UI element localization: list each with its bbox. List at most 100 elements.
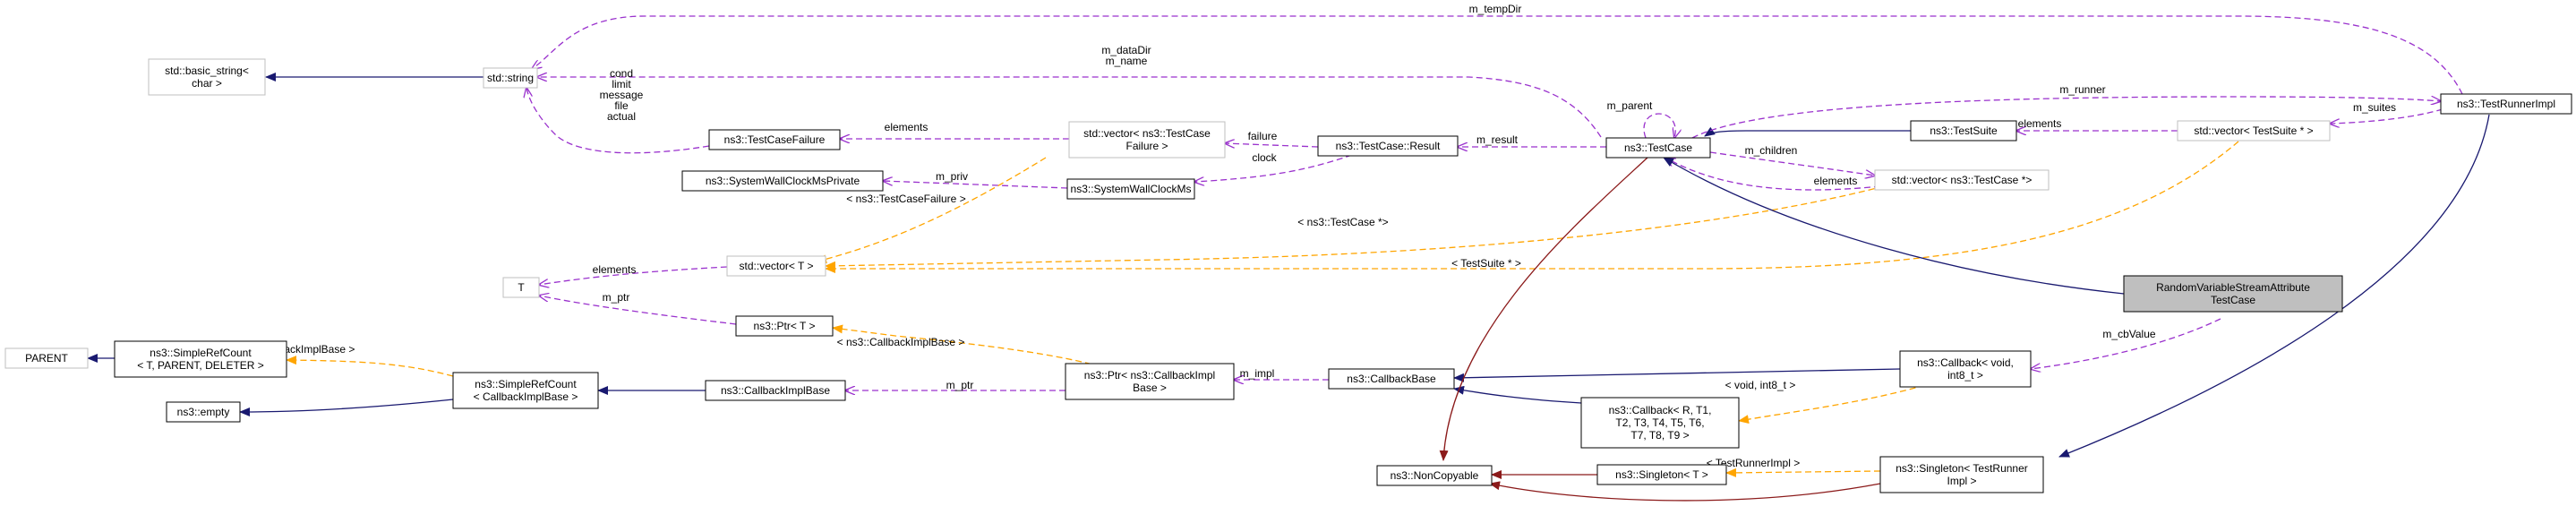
node-singleton-t[interactable]: ns3::Singleton< T > [1596,464,1727,485]
node-testcasefailure[interactable]: ns3::TestCaseFailure [708,129,841,150]
edge-label: < ns3::TestCase *> [1297,216,1388,228]
edge-label: m_result [1476,133,1519,146]
node-vector-testcasefailure[interactable]: std::vector< ns3::TestCaseFailure > [1068,121,1226,159]
node-callback-void-int8[interactable]: ns3::Callback< void,int8_t > [1899,350,2032,388]
node-vector-testsuite[interactable]: std::vector< TestSuite * > [2177,120,2331,142]
edge-line [1709,151,1875,176]
edge-line [825,185,1885,270]
edge-vector-ts-elements: elements [2016,117,2178,131]
node-box [1376,465,1493,486]
node-label: std::vector< T > [740,260,814,272]
node-label: ns3::TestRunnerImpl [2457,98,2555,110]
node-singleton-testrunnerimpl[interactable]: ns3::Singleton< TestRunnerImpl > [1879,456,2044,493]
node-ns3-empty[interactable]: ns3::empty [166,401,241,423]
node-label: ns3::CallbackBase [1347,373,1436,385]
edge-line [1453,368,1901,382]
edge-line [816,157,1047,264]
edge-line [239,399,454,416]
node-label: std::vector< ns3::TestCase *> [1892,174,2033,186]
node-label: ns3::empty [177,406,230,418]
edge-label: m_impl [1240,367,1275,380]
node-label: std::basic_string< [165,64,249,77]
edge-rvsa-to-testcase [1663,157,2125,295]
node-ptr-t[interactable]: ns3::Ptr< T > [735,315,834,337]
node-label: std::string [487,72,534,84]
node-box [1580,397,1740,449]
node-systemwallclockms[interactable]: ns3::SystemWallClockMs [1066,178,1195,200]
edge-label: < TestRunnerImpl > [1707,457,1801,469]
node-parent[interactable]: PARENT [4,347,89,369]
edge-template-testsuite-ptr: < TestSuite * > [825,141,2239,273]
node-box [708,129,841,150]
edge-label: elements [2018,117,2062,130]
node-box [452,372,599,409]
node-label: PARENT [25,352,68,364]
edge-clock: clock [1194,151,1353,182]
edge-m-suites: m_suites [2330,101,2443,124]
edge-label: m_ptr [946,379,974,391]
node-box [114,340,287,378]
node-vector-t[interactable]: std::vector< T > [726,255,826,277]
node-label: std::vector< TestSuite * > [2194,124,2313,137]
node-box [1605,137,1711,159]
node-box [4,347,89,369]
edge-line [1439,157,1648,461]
edge-label: elements [1814,175,1858,187]
node-vector-testcase[interactable]: std::vector< ns3::TestCase *> [1874,169,2050,191]
node-label: ns3::SimpleRefCount [475,378,577,390]
edge-m-runner: m_runner [1691,83,2441,139]
edge-template-testcase-ptr: < ns3::TestCase *> [825,185,1885,270]
edge-simplerefcount-to-empty [239,399,454,416]
edge-line [1704,126,1911,137]
edge-line [1453,385,1582,404]
node-t[interactable]: T [502,277,540,298]
node-box [1899,350,2032,388]
node-ptr-callbackimplbase[interactable]: ns3::Ptr< ns3::CallbackImplBase > [1065,363,1235,400]
edge-label: m_parent [1607,99,1653,112]
node-label: ns3::TestSuite [1930,124,1998,137]
edge-label: m_children [1745,144,1798,157]
edge-template-ptr-callbackimplbase: < ns3::CallbackImplBase > [832,324,1111,370]
edge-label: m_suites [2353,101,2396,114]
edge-template-testrunnerimpl: < TestRunnerImpl > [1707,457,1881,477]
edge-failure: failure [1225,130,1319,147]
node-basic-string[interactable]: std::basic_string<char > [148,58,266,96]
node-testrunnerimpl[interactable]: ns3::TestRunnerImpl [2440,93,2572,115]
node-box [2440,93,2572,115]
node-label: ns3::SimpleRefCount [150,347,252,359]
node-box [2177,120,2331,142]
node-simplerefcount-t-parent-deleter[interactable]: ns3::SimpleRefCount< T, PARENT, DELETER … [114,340,287,378]
edge-ptr-cib-m-ptr: m_ptr [845,379,1065,391]
node-callbackbase[interactable]: ns3::CallbackBase [1328,368,1455,390]
edge-m-impl: m_impl [1234,367,1329,380]
node-label: ns3::Callback< R, T1, [1609,404,1712,416]
node-testcase[interactable]: ns3::TestCase [1605,137,1711,159]
node-simplerefcount-callbackimplbase[interactable]: ns3::SimpleRefCount< CallbackImplBase > [452,372,599,409]
node-box [166,401,241,423]
node-systemwallclockmsprivate[interactable]: ns3::SystemWallClockMsPrivate [681,170,884,192]
node-label: ns3::TestCaseFailure [724,133,826,146]
node-testsuite[interactable]: ns3::TestSuite [1910,120,2017,142]
node-std-string[interactable]: std::string [483,67,538,89]
edge-callback-void-to-callbackbase [1453,368,1901,382]
node-box [1879,456,2044,493]
node-callback-r-t1-t9[interactable]: ns3::Callback< R, T1,T2, T3, T4, T5, T6,… [1580,397,1740,449]
edge-line [1738,384,1926,425]
node-label: < CallbackImplBase > [474,390,578,403]
node-label: Failure > [1125,140,1168,152]
edge-label: < void, int8_t > [1725,379,1796,391]
edge-line [539,296,737,325]
node-label: ns3::TestCase [1624,142,1692,154]
node-label: int8_t > [1947,369,1983,382]
node-testcase-result[interactable]: ns3::TestCase::Result [1317,135,1459,157]
edge-label: < TestSuite * > [1451,257,1521,270]
node-noncopyable[interactable]: ns3::NonCopyable [1376,465,1493,486]
node-box [705,380,846,401]
edge-label: m_tempDir [1469,3,1522,15]
node-callbackimplbase[interactable]: ns3::CallbackImplBase [705,380,846,401]
